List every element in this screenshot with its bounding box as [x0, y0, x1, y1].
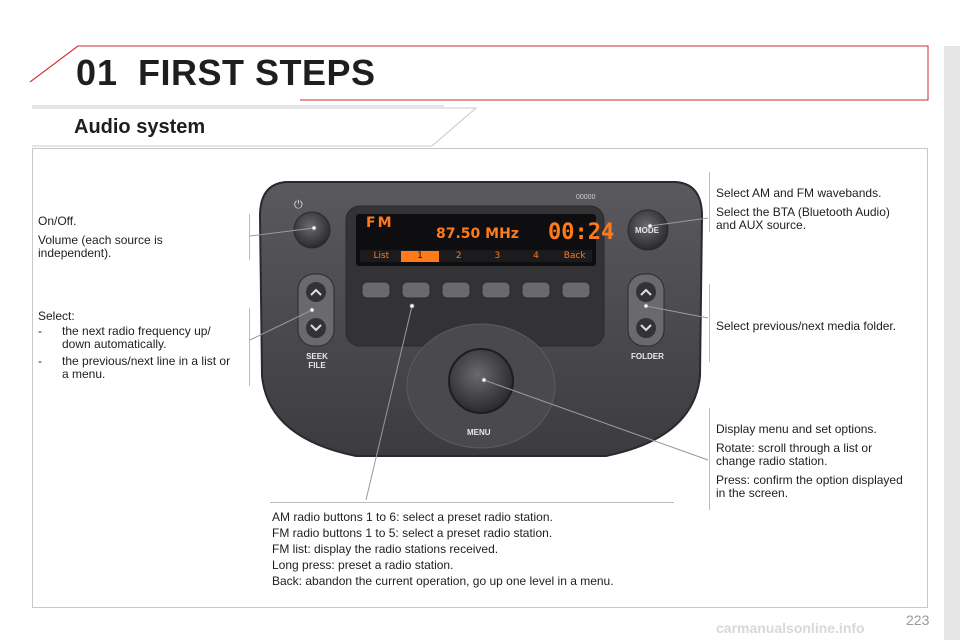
- callout-onoff: On/Off. Volume (each source is independe…: [38, 215, 248, 260]
- presets-line-1: AM radio buttons 1 to 6: select a preset…: [272, 510, 553, 524]
- separator-mode: [709, 172, 710, 232]
- menu-line-4: Press: confirm the option displayed: [716, 473, 903, 487]
- soft-key-back[interactable]: Back: [563, 251, 586, 261]
- seek-label: SEEK: [306, 352, 328, 361]
- callout-select: Select:: [38, 310, 248, 329]
- footer-watermark: carmanualsonline.info: [716, 620, 865, 636]
- chapter-title: FIRST STEPS: [138, 52, 376, 93]
- select-bullet-1-line-1: the next radio frequency up/: [62, 324, 211, 338]
- presets-line-2: FM radio buttons 1 to 5: select a preset…: [272, 526, 553, 540]
- select-bullet-1-line-2: down automatically.: [62, 337, 167, 351]
- select-bullet-2-line-2: a menu.: [62, 367, 106, 381]
- soft-key-2[interactable]: 2: [455, 251, 462, 261]
- display-soft-keys: List 1 2 3 4 Back: [362, 251, 594, 262]
- menu-line-5: in the screen.: [716, 486, 789, 500]
- separator-onoff: [249, 214, 250, 260]
- side-tab: [944, 46, 960, 640]
- page-number: 223: [906, 612, 930, 628]
- chapter-number: 01: [76, 52, 119, 93]
- folder-label: FOLDER: [631, 352, 664, 361]
- seek-file-label: SEEK FILE: [305, 352, 329, 370]
- select-bullet-1: the next radio frequency up/ down automa…: [62, 325, 250, 351]
- volume-line-1: Volume (each source is: [38, 233, 163, 247]
- svg-text:⏻: ⏻: [294, 198, 303, 211]
- header-decoration: [29, 45, 929, 107]
- menu-line-1: Display menu and set options.: [716, 422, 877, 436]
- file-label: FILE: [308, 361, 326, 370]
- presets-line-3: FM list: display the radio stations rece…: [272, 542, 499, 556]
- mode-label: MODE: [635, 226, 659, 235]
- section-title: Audio system: [74, 116, 206, 138]
- mode-line-2: Select the BTA (Bluetooth Audio): [716, 205, 890, 219]
- callout-mode: Select AM and FM wavebands. Select the B…: [716, 187, 928, 232]
- mode-line-3: and AUX source.: [716, 218, 807, 232]
- display-clock: 00:24: [548, 220, 615, 245]
- volume-line-2: independent).: [38, 246, 112, 260]
- soft-key-list[interactable]: List: [373, 251, 390, 261]
- onoff-line: On/Off.: [38, 214, 77, 228]
- separator-folder: [709, 284, 710, 362]
- presets-line-4: Long press: preset a radio station.: [272, 558, 454, 572]
- separator-menu: [709, 408, 710, 510]
- menu-line-2: Rotate: scroll through a list or: [716, 441, 873, 455]
- presets-line-5: Back: abandon the current operation, go …: [272, 574, 614, 588]
- bullet-dash-2: -: [38, 354, 42, 368]
- soft-key-4[interactable]: 4: [533, 251, 539, 261]
- menu-label: MENU: [467, 428, 491, 437]
- display-band: FM: [366, 215, 394, 231]
- soft-key-3[interactable]: 3: [494, 251, 501, 261]
- soft-key-1[interactable]: 1: [400, 251, 440, 262]
- callout-folder: Select previous/next media folder.: [716, 320, 928, 333]
- folder-line-1: Select previous/next media folder.: [716, 319, 897, 333]
- mode-line-1: Select AM and FM wavebands.: [716, 186, 882, 200]
- select-heading: Select:: [38, 309, 75, 323]
- content-frame: [32, 148, 928, 608]
- separator-select: [249, 308, 250, 386]
- separator-presets: [270, 502, 674, 503]
- bullet-dash-1: -: [38, 324, 42, 338]
- menu-line-3: change radio station.: [716, 454, 828, 468]
- device-top-label: 00000: [576, 194, 596, 201]
- display-frequency: 87.50 MHz: [436, 226, 519, 242]
- callout-menu: Display menu and set options. Rotate: sc…: [716, 423, 928, 500]
- select-bullet-2-line-1: the previous/next line in a list or: [62, 354, 231, 368]
- select-bullet-2: the previous/next line in a list or a me…: [62, 355, 250, 381]
- audio-unit-illustration: ⏻: [258, 181, 704, 457]
- callout-presets: AM radio buttons 1 to 6: select a preset…: [272, 509, 672, 589]
- section-decoration: [32, 107, 478, 147]
